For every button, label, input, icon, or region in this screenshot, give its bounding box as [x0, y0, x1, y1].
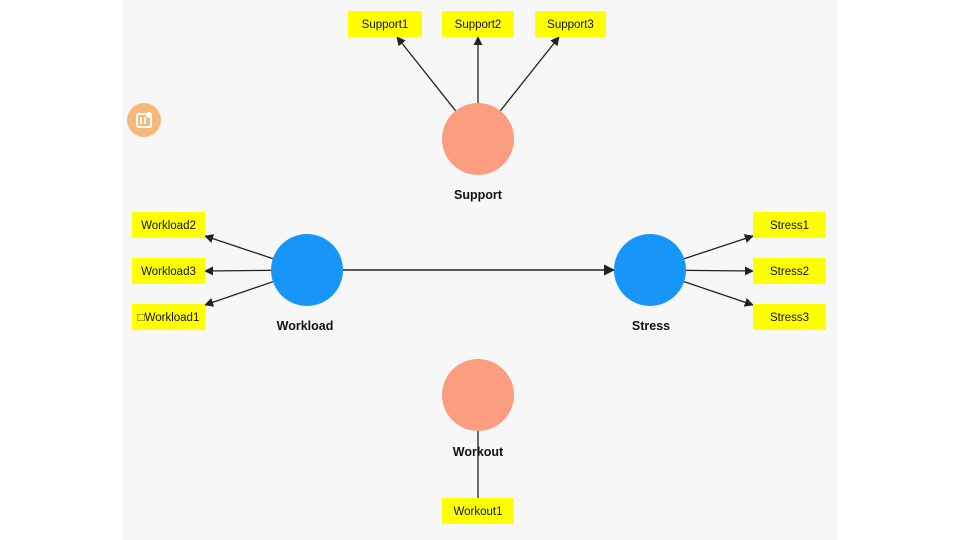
indicator-workout1[interactable]: Workout1	[442, 498, 514, 524]
loading-support-support1[interactable]	[396, 36, 457, 112]
indicator-support2[interactable]: Support2	[442, 11, 514, 37]
indicator-label-workload1: □Workload1	[138, 312, 200, 324]
indicator-label-stress2: Stress2	[770, 266, 809, 278]
indicator-box-support1[interactable]	[348, 11, 422, 37]
indicator-box-workout1[interactable]	[442, 498, 514, 524]
indicator-box-support2[interactable]	[442, 11, 514, 37]
construct-stress[interactable]	[614, 234, 686, 306]
indicator-box-stress3[interactable]	[753, 304, 826, 330]
indicator-label-workload3: Workload3	[141, 266, 196, 278]
indicator-workload2[interactable]: Workload2	[132, 212, 205, 238]
indicator-label-workout1: Workout1	[453, 506, 502, 518]
indicator-label-support2: Support2	[455, 19, 502, 31]
construct-workload[interactable]	[271, 234, 343, 306]
indicator-stress3[interactable]: Stress3	[753, 304, 826, 330]
construct-label-workout: Workout	[453, 445, 504, 459]
loading-stress-stress2[interactable]	[685, 266, 754, 276]
indicator-label-stress3: Stress3	[770, 312, 809, 324]
indicator-label-workload2: Workload2	[141, 220, 196, 232]
indicator-box-workload2[interactable]	[132, 212, 205, 238]
indicator-label-stress1: Stress1	[770, 220, 809, 232]
indicator-box-workload1[interactable]	[132, 304, 205, 330]
tool-icon	[136, 112, 152, 128]
indicator-support3[interactable]: Support3	[535, 11, 606, 37]
indicator-box-stress2[interactable]	[753, 258, 826, 284]
construct-support[interactable]	[442, 103, 514, 175]
indicator-box-support3[interactable]	[535, 11, 606, 37]
indicator-support1[interactable]: Support1	[348, 11, 422, 37]
construct-label-workload: Workload	[277, 319, 334, 333]
floating-tool-button[interactable]	[127, 103, 161, 137]
loading-workload-workload2[interactable]	[204, 234, 274, 260]
indicator-box-stress1[interactable]	[753, 212, 826, 238]
indicator-label-support1: Support1	[362, 19, 409, 31]
loading-workload-workload1[interactable]	[204, 281, 274, 307]
loading-workload-workload3[interactable]	[204, 266, 272, 276]
indicator-stress1[interactable]: Stress1	[753, 212, 826, 238]
loading-support-support3[interactable]	[499, 36, 560, 112]
indicator-label-support3: Support3	[547, 19, 594, 31]
loading-stress-stress3[interactable]	[683, 280, 754, 307]
indicator-stress2[interactable]: Stress2	[753, 258, 826, 284]
indicator-box-workload3[interactable]	[132, 258, 205, 284]
indicator-workload3[interactable]: Workload3	[132, 258, 205, 284]
construct-workout[interactable]	[442, 359, 514, 431]
construct-label-stress: Stress	[632, 319, 670, 333]
loading-stress-stress1[interactable]	[683, 234, 754, 260]
indicator-workload1[interactable]: □Workload1	[132, 304, 205, 330]
construct-label-support: Support	[454, 188, 503, 202]
